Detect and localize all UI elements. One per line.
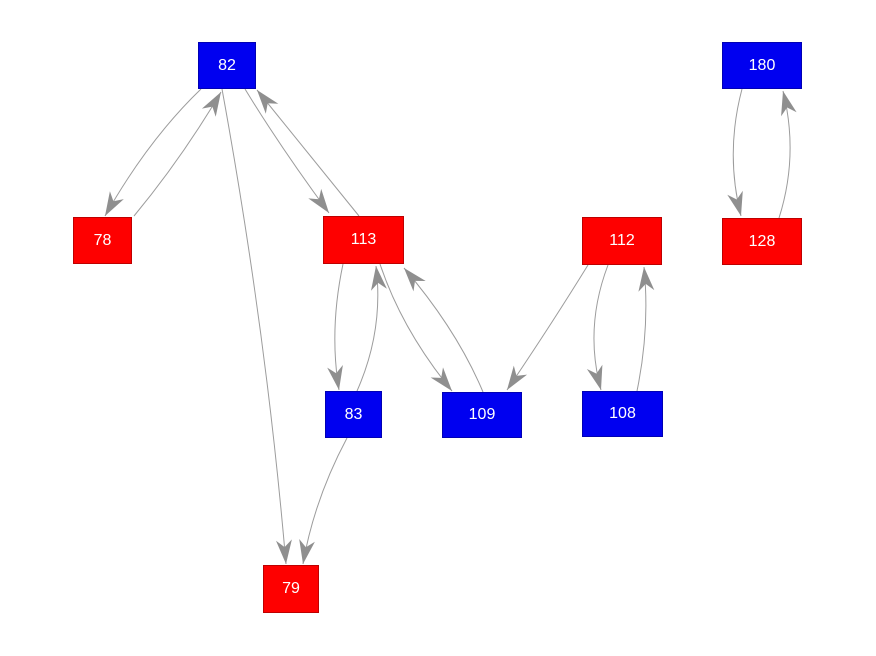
node-78[interactable]: 78 [73, 217, 132, 264]
node-label: 109 [468, 406, 496, 423]
arrowhead-113-83 [327, 365, 343, 390]
node-label: 83 [344, 405, 363, 423]
edge-82-113 [244, 88, 330, 214]
arrowhead-113-109 [430, 367, 452, 391]
arrowhead-82-78 [105, 191, 124, 216]
arrowhead-180-128 [727, 190, 743, 216]
node-82[interactable]: 82 [198, 42, 256, 89]
edge-78-82 [133, 91, 222, 217]
node-79[interactable]: 79 [263, 565, 319, 613]
node-109[interactable]: 109 [442, 392, 522, 438]
edge-82-79 [221, 88, 287, 565]
arrowhead-128-180 [781, 91, 797, 117]
arrowhead-83-113 [371, 266, 387, 291]
node-180[interactable]: 180 [722, 42, 802, 89]
edge-113-82 [256, 89, 360, 217]
edge-113-109 [379, 263, 453, 392]
node-label: 113 [350, 231, 377, 248]
arrowhead-112-108 [586, 364, 603, 390]
edge-109-113 [403, 267, 484, 393]
edge-112-109 [506, 264, 589, 391]
edge-82-78 [104, 88, 202, 217]
node-128[interactable]: 128 [722, 218, 802, 265]
arrowhead-83-79 [299, 539, 315, 564]
arrowhead-78-82 [201, 92, 221, 117]
node-label: 78 [93, 231, 112, 249]
arrowhead-82-113 [308, 188, 329, 213]
node-108[interactable]: 108 [582, 391, 663, 437]
node-label: 108 [609, 405, 636, 422]
node-label: 128 [748, 232, 776, 250]
node-83[interactable]: 83 [325, 391, 382, 438]
arrowhead-108-112 [638, 267, 655, 292]
node-label: 180 [748, 56, 776, 74]
arrowhead-82-79 [276, 539, 292, 564]
node-label: 79 [282, 580, 300, 597]
arrowhead-109-113 [404, 268, 426, 292]
arrowhead-113-82 [257, 90, 279, 114]
arrowhead-112-109 [507, 365, 528, 390]
node-113[interactable]: 113 [323, 216, 404, 264]
node-label: 82 [218, 56, 236, 74]
node-label: 112 [609, 232, 635, 249]
node-112[interactable]: 112 [582, 217, 662, 265]
